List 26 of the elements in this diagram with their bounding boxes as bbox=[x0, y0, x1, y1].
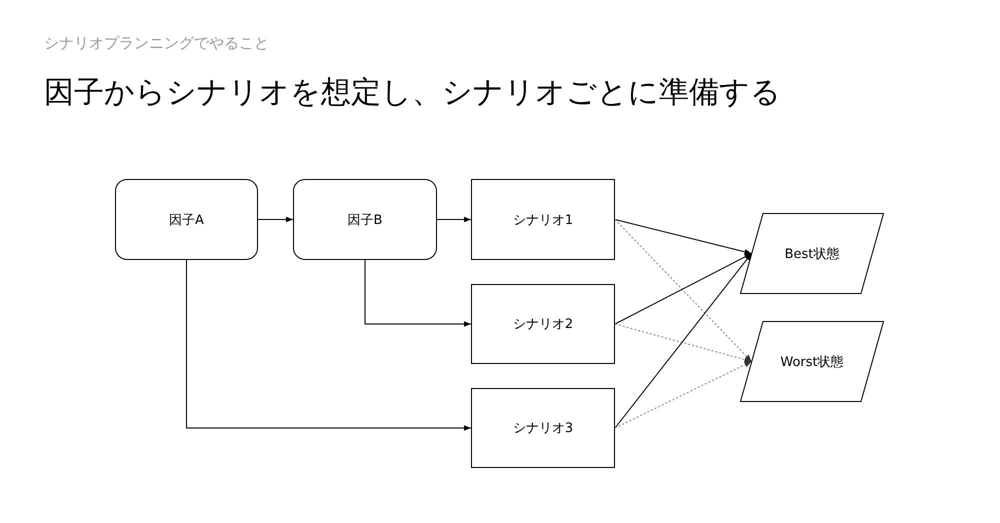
rounded-box bbox=[293, 179, 437, 260]
node-label: Worst状態 bbox=[780, 354, 844, 370]
arrow bbox=[614, 253, 752, 324]
state-parallelogram bbox=[740, 213, 884, 294]
node-label: Best状態 bbox=[784, 246, 840, 262]
node-label: 因子B bbox=[348, 212, 382, 228]
process-box bbox=[471, 179, 615, 260]
process-box bbox=[471, 284, 615, 364]
arrow bbox=[614, 361, 752, 428]
arrow bbox=[614, 324, 752, 362]
arrow bbox=[614, 219, 752, 362]
process-box bbox=[471, 388, 615, 468]
node-label: シナリオ2 bbox=[512, 316, 574, 333]
arrow bbox=[614, 219, 752, 255]
rounded-box bbox=[115, 179, 258, 260]
state-parallelogram bbox=[740, 321, 884, 402]
node-label: シナリオ3 bbox=[512, 420, 574, 437]
node-label: 因子A bbox=[169, 212, 204, 228]
arrow bbox=[364, 260, 472, 327]
arrow bbox=[186, 260, 472, 431]
arrow bbox=[258, 216, 294, 222]
arrow bbox=[436, 216, 472, 222]
title: 因子からシナリオを想定し、シナリオごとに準備する bbox=[44, 74, 781, 112]
arrow bbox=[614, 253, 752, 428]
subtitle: シナリオプランニングでやること bbox=[44, 34, 269, 53]
node-label: シナリオ1 bbox=[512, 212, 574, 228]
